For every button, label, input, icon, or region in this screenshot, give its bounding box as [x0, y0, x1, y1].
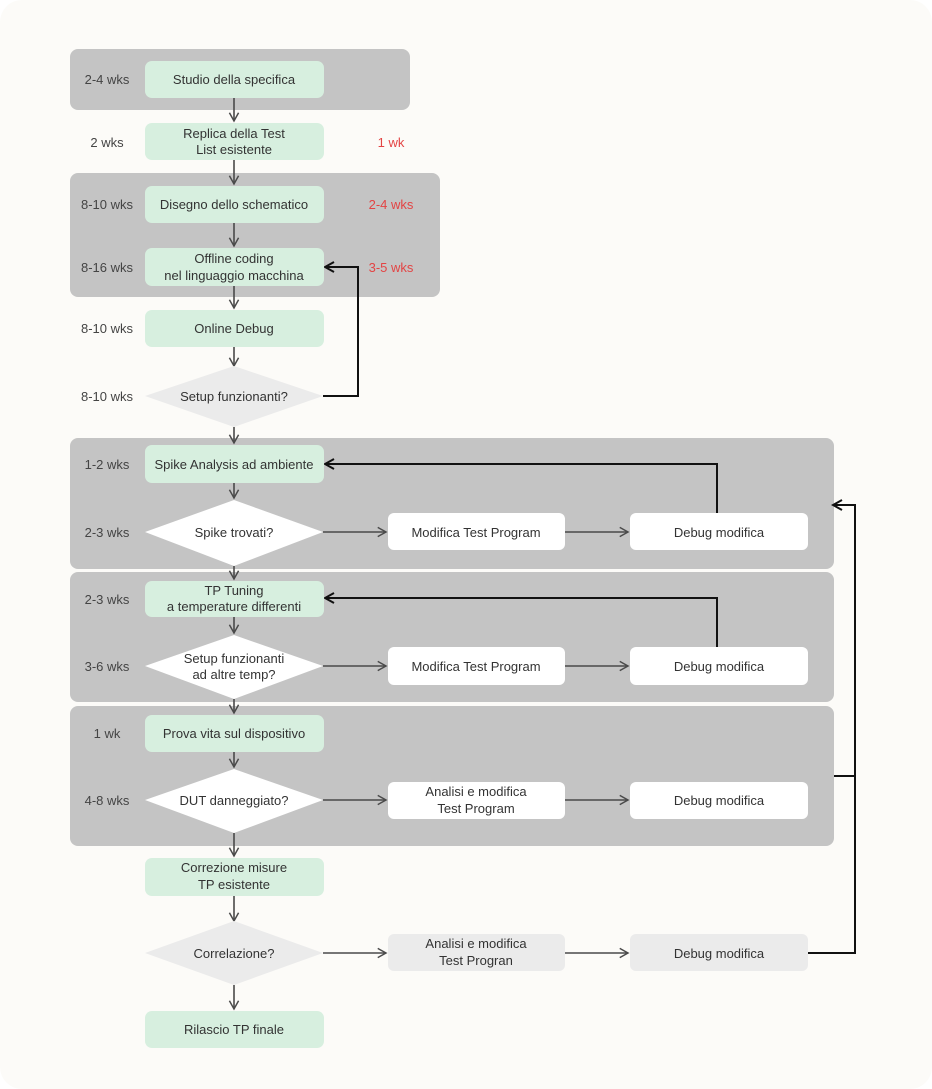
- duration-label: 8-16 wks: [81, 260, 134, 275]
- decision-setup-altre-temp: [145, 635, 323, 699]
- action-label: Test Progran: [439, 953, 513, 968]
- decision-spike-trovati: [145, 500, 323, 566]
- decision-label: DUT danneggiato?: [180, 793, 289, 808]
- decision-dut-danneggiato: [145, 769, 323, 833]
- loop-debug-to-spike: [325, 464, 718, 513]
- action-modifica-tp-1: [388, 513, 565, 550]
- loop-correlation-return: [808, 505, 856, 954]
- duration-label: 1 wk: [94, 726, 121, 741]
- reduced-estimate-label: 3-5 wks: [369, 260, 414, 275]
- action-label: Modifica Test Program: [411, 659, 540, 674]
- decision-label: Setup funzionanti: [184, 651, 285, 666]
- decision-label: Spike trovati?: [195, 525, 274, 540]
- loop-setup-to-offline: [323, 267, 359, 397]
- duration-label: 2 wks: [90, 135, 124, 150]
- step-label: Correzione misure: [181, 860, 287, 875]
- action-label: Analisi e modifica: [425, 936, 527, 951]
- action-analisi-modifica-1: [388, 782, 565, 819]
- decision-label: Correlazione?: [194, 946, 275, 961]
- duration-label: 8-10 wks: [81, 197, 134, 212]
- action-debug-modifica-4: [630, 934, 808, 971]
- step-label: Prova vita sul dispositivo: [163, 726, 305, 741]
- decision-label: ad altre temp?: [192, 667, 275, 682]
- step-label: Spike Analysis ad ambiente: [155, 457, 314, 472]
- duration-label: 8-10 wks: [81, 321, 134, 336]
- step-label: a temperature differenti: [167, 599, 301, 614]
- action-debug-modifica-3: [630, 782, 808, 819]
- reduced-estimate-label: 1 wk: [378, 135, 405, 150]
- action-label: Debug modifica: [674, 946, 765, 961]
- action-label: Analisi e modifica: [425, 784, 527, 799]
- step-correzione-misure: [145, 858, 324, 896]
- step-label: Studio della specifica: [173, 72, 296, 87]
- decision-correlazione: [145, 921, 323, 985]
- action-debug-modifica-2: [630, 647, 808, 685]
- step-label: Rilascio TP finale: [184, 1022, 284, 1037]
- step-offline-coding: [145, 248, 324, 286]
- action-debug-modifica-1: [630, 513, 808, 550]
- step-label: List esistente: [196, 142, 272, 157]
- reduced-estimate-label: 2-4 wks: [369, 197, 414, 212]
- duration-label: 1-2 wks: [85, 457, 130, 472]
- step-label: Replica della Test: [183, 126, 285, 141]
- action-label: Debug modifica: [674, 659, 765, 674]
- decision-setup-funzionanti: [145, 366, 323, 427]
- duration-label: 4-8 wks: [85, 793, 130, 808]
- step-tp-tuning: [145, 581, 324, 617]
- step-online-debug: [145, 310, 324, 347]
- step-label: Online Debug: [194, 321, 274, 336]
- step-label: Offline coding: [194, 251, 273, 266]
- step-label: Disegno dello schematico: [160, 197, 308, 212]
- step-label: TP esistente: [198, 877, 270, 892]
- action-analisi-modifica-2: [388, 934, 565, 971]
- action-label: Debug modifica: [674, 793, 765, 808]
- step-spike-analysis: [145, 445, 324, 483]
- step-disegno-schematico: [145, 186, 324, 223]
- duration-label: 2-3 wks: [85, 525, 130, 540]
- step-label: nel linguaggio macchina: [164, 268, 304, 283]
- step-rilascio-tp: [145, 1011, 324, 1048]
- duration-label: 8-10 wks: [81, 389, 134, 404]
- step-replica-test-list: [145, 123, 324, 160]
- step-prova-vita: [145, 715, 324, 752]
- decision-label: Setup funzionanti?: [180, 389, 288, 404]
- step-label: TP Tuning: [204, 583, 263, 598]
- duration-label: 3-6 wks: [85, 659, 130, 674]
- loop-debug-to-tuning: [325, 598, 718, 647]
- action-label: Test Program: [437, 801, 514, 816]
- duration-label: 2-3 wks: [85, 592, 130, 607]
- action-label: Debug modifica: [674, 525, 765, 540]
- step-studio-specifica: [145, 61, 324, 98]
- action-modifica-tp-2: [388, 647, 565, 685]
- action-label: Modifica Test Program: [411, 525, 540, 540]
- duration-label: 2-4 wks: [85, 72, 130, 87]
